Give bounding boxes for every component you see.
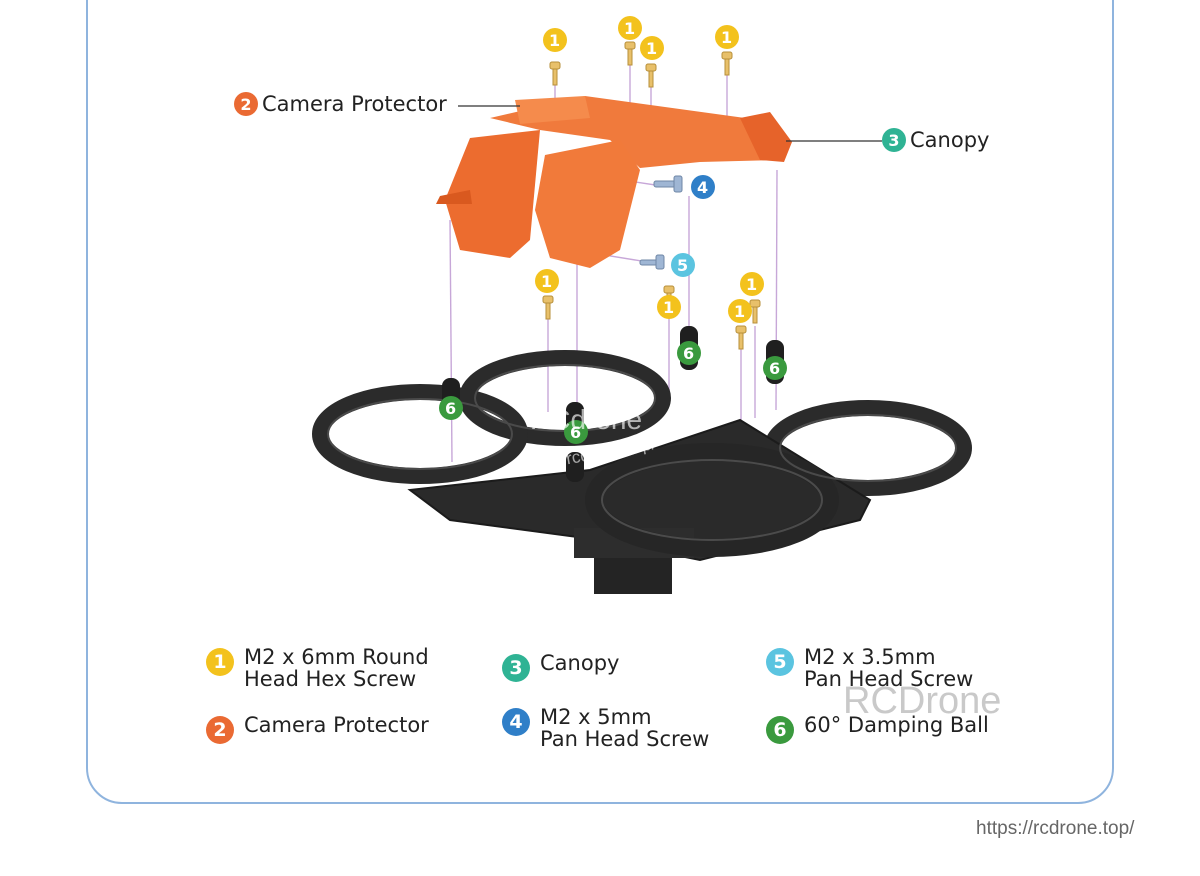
marker-6-number: 6 [769, 359, 781, 378]
callout-canopy-label: Canopy [910, 128, 990, 152]
legend-item-4: 4 M2 x 5mm Pan Head Screw [502, 706, 709, 750]
site-url-watermark: https://rcdrone.top/ [976, 818, 1135, 839]
orange-canopy [436, 96, 792, 268]
legend-item-4-line1: M2 x 5mm [540, 705, 652, 729]
marker-1-number: 1 [746, 275, 758, 294]
callout-camera-protector-badge: 2 [234, 92, 258, 116]
legend-item-1: 1 M2 x 6mm Round Head Hex Screw [206, 646, 429, 690]
legend-badge-2: 2 [206, 716, 234, 744]
callout-canopy: 3 Canopy [882, 128, 989, 152]
callout-canopy-badge: 3 [882, 128, 906, 152]
marker-1-number: 1 [646, 39, 658, 58]
marker-1-number: 1 [549, 31, 561, 50]
legend-badge-1: 1 [206, 648, 234, 676]
legend-item-5-line2: Pan Head Screw [804, 667, 974, 691]
legend-badge-4: 4 [502, 708, 530, 736]
legend-item-2-line1: Camera Protector [244, 713, 429, 737]
legend-item-1-line2: Head Hex Screw [244, 667, 417, 691]
legend-item-6-line1: 60° Damping Ball [804, 713, 989, 737]
brand-watermark: RCDrone [843, 680, 1002, 722]
legend-item-3: 3 Canopy [502, 652, 619, 682]
marker-4-number: 4 [697, 178, 709, 197]
callout-camera-protector-label: Camera Protector [262, 92, 447, 116]
marker-1-number: 1 [624, 19, 636, 38]
callout-leader-lines [458, 105, 882, 142]
legend-item-2: 2 Camera Protector [206, 714, 429, 744]
marker-1-number: 1 [541, 272, 553, 291]
legend-item-5: 5 M2 x 3.5mm Pan Head Screw [766, 646, 973, 690]
legend-item-5-line1: M2 x 3.5mm [804, 645, 936, 669]
marker-6-number: 6 [683, 344, 695, 363]
m2-round-head-screws [542, 41, 761, 350]
legend-item-4-line2: Pan Head Screw [540, 727, 710, 751]
callout-camera-protector: 2 Camera Protector [234, 92, 447, 116]
pan-head-screws [639, 175, 683, 270]
marker-1-number: 1 [734, 302, 746, 321]
marker-1-number: 1 [663, 298, 675, 317]
legend-badge-5: 5 [766, 648, 794, 676]
legend-item-1-line1: M2 x 6mm Round [244, 645, 429, 669]
legend-badge-6: 6 [766, 716, 794, 744]
legend-item-3-line1: Canopy [540, 651, 620, 675]
marker-6-number: 6 [570, 423, 582, 442]
marker-6-number: 6 [445, 399, 457, 418]
legend-badge-3: 3 [502, 654, 530, 682]
marker-circles [439, 16, 787, 444]
center-watermark-brand: RCdrone [530, 404, 643, 435]
legend-item-6: 6 60° Damping Ball [766, 714, 989, 744]
marker-1-number: 1 [721, 28, 733, 47]
drone-frame [312, 350, 972, 594]
rounded-border-frame [86, 0, 1114, 804]
marker-5-number: 5 [677, 256, 689, 275]
